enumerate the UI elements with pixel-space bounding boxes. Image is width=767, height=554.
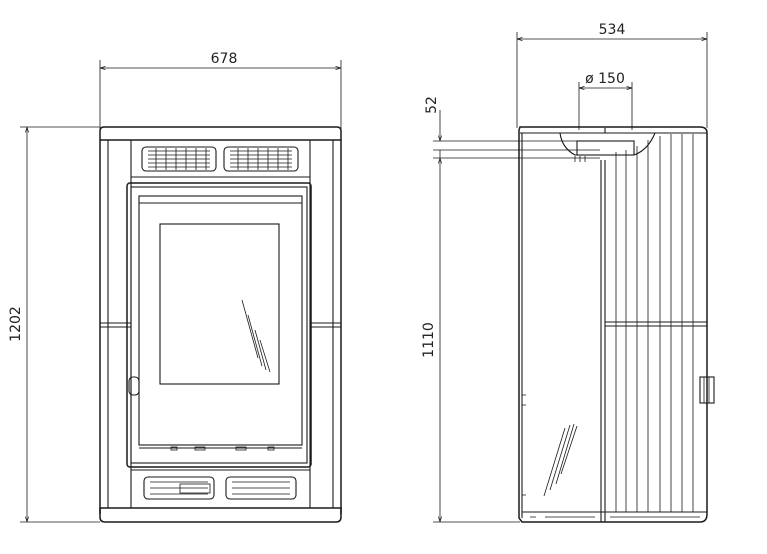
top-offset-dimension: 52 (424, 96, 600, 158)
bottom-vent-grilles (131, 469, 310, 500)
side-depth-dimension: 534 (516, 22, 708, 128)
side-depth-label: 534 (599, 22, 626, 38)
flue-diameter-dimension: ø 150 (578, 71, 633, 130)
flue-height-dimension: 1110 (421, 157, 600, 523)
glass-reflection-marks (241, 299, 271, 373)
door-glass (159, 223, 280, 385)
side-air-inlet (699, 376, 715, 404)
front-view: 678 1202 (8, 51, 342, 523)
front-width-label: 678 (211, 51, 238, 67)
front-width-dimension: 678 (99, 51, 342, 130)
door-handle (128, 376, 140, 396)
firebox-door (126, 182, 312, 468)
flue-diameter-label: ø 150 (585, 71, 625, 87)
side-glass-reflection-marks (543, 423, 578, 497)
top-vent-grilles (131, 146, 310, 178)
flue-outlet (576, 140, 635, 156)
side-body (518, 126, 715, 523)
front-height-dimension: 1202 (8, 126, 100, 523)
flue-height-label: 1110 (421, 322, 437, 358)
side-view: 534 ø 150 52 1110 (421, 22, 715, 523)
top-offset-label: 52 (424, 96, 440, 114)
front-height-label: 1202 (8, 306, 24, 342)
